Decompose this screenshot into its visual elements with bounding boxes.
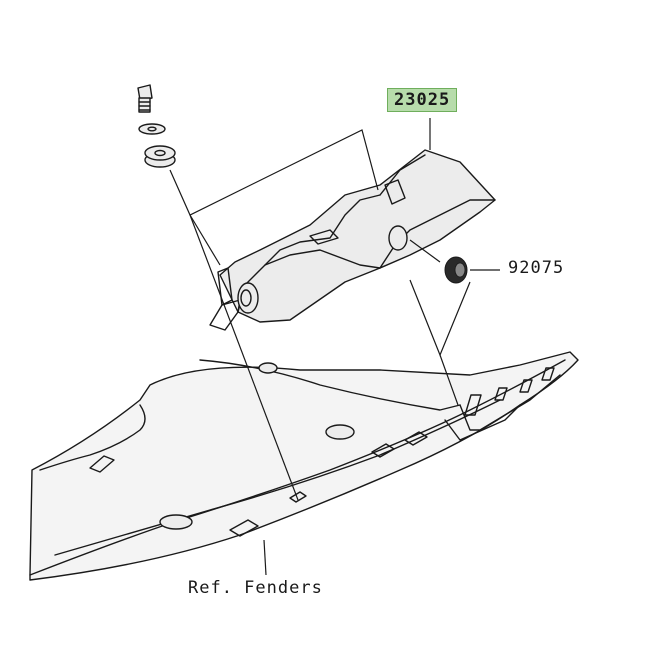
- fender-body: [29, 351, 579, 581]
- rubber-damper-icon: [444, 256, 468, 284]
- callout-92075[interactable]: 92075: [508, 258, 565, 278]
- callout-23025[interactable]: 23025: [387, 88, 458, 112]
- screw-icon: [137, 84, 153, 113]
- callout-ref-fenders[interactable]: Ref. Fenders: [188, 578, 323, 598]
- grommet-icon: [144, 145, 176, 168]
- washer-icon: [138, 123, 166, 135]
- assembly-lines: [169, 118, 500, 576]
- part-23025-housing: [209, 149, 496, 331]
